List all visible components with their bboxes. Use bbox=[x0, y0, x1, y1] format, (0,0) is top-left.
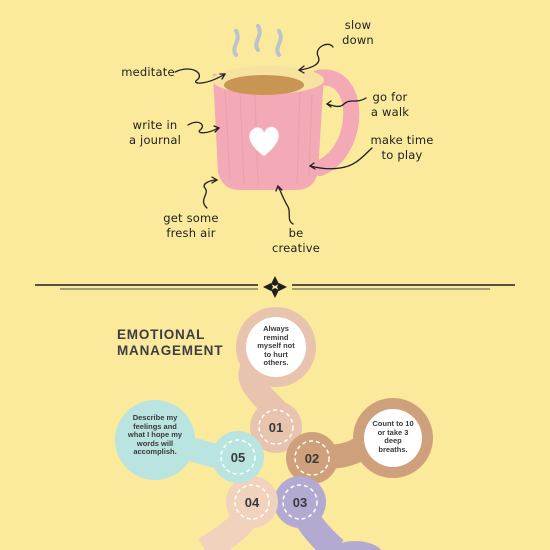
coffee-mug-icon bbox=[212, 66, 360, 190]
step-03-number: 03 bbox=[292, 495, 308, 510]
arrow-icons bbox=[174, 43, 373, 225]
label-meditate: meditate bbox=[121, 65, 175, 79]
steam-icon bbox=[232, 24, 283, 57]
section-title: EMOTIONAL MANAGEMENT bbox=[117, 327, 224, 358]
step-02-number: 02 bbox=[304, 451, 320, 466]
label-make-time-play: make time to play bbox=[370, 133, 434, 162]
steps-diagram bbox=[115, 307, 433, 550]
label-slow-down: slow down bbox=[342, 18, 374, 47]
label-be-creative: be creative bbox=[271, 226, 321, 255]
step-01-text: Always remind myself not to hurt others. bbox=[257, 324, 295, 368]
heart-icon bbox=[249, 126, 279, 156]
label-go-walk: go for a walk bbox=[370, 90, 410, 119]
step-05-text: Describe my feelings and what I hope my … bbox=[127, 413, 183, 457]
step-04-number: 04 bbox=[244, 495, 260, 510]
label-write-journal: write in a journal bbox=[128, 118, 182, 147]
step-02-text: Count to 10 or take 3 deep breaths. bbox=[372, 419, 414, 454]
divider-ornament bbox=[35, 276, 515, 298]
step-05-number: 05 bbox=[230, 450, 246, 465]
step-01-number: 01 bbox=[268, 420, 284, 435]
label-fresh-air: get some fresh air bbox=[163, 211, 219, 240]
